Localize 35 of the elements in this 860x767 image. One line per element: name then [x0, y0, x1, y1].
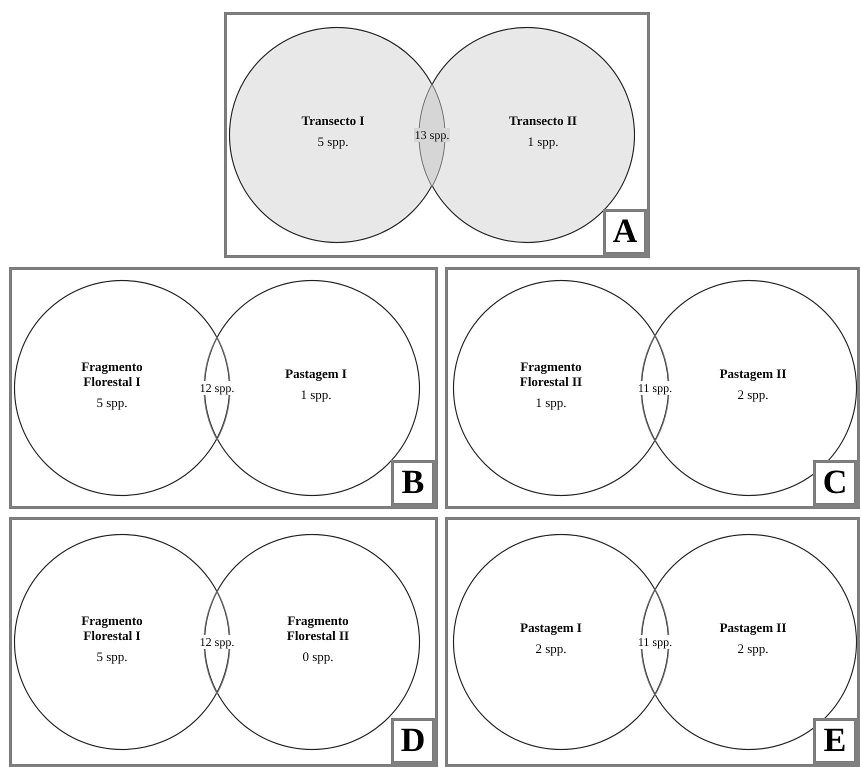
panel-frame [445, 267, 860, 509]
panel-frame [9, 517, 438, 767]
panel-letter-box: D [391, 718, 435, 764]
set-name: Pastagem I [284, 366, 348, 381]
set-name: Transecto I [300, 113, 366, 128]
set-name: Transecto II [508, 113, 578, 128]
panel-letter-box: C [813, 460, 857, 506]
species-count: 2 spp. [736, 641, 770, 656]
set-name: Fragmento Florestal II [518, 358, 584, 388]
species-count: 5 spp. [316, 134, 350, 149]
set-name: Fragmento Florestal I [80, 612, 144, 642]
species-count: 1 spp. [534, 394, 568, 410]
set-name: Fragmento Florestal II [286, 612, 350, 642]
species-count: 2 spp. [736, 387, 770, 402]
species-count: 1 spp. [299, 387, 333, 402]
species-count: 11 spp. [636, 380, 674, 395]
set-name: Pastagem II [718, 366, 788, 381]
species-count: 11 spp. [636, 634, 674, 649]
species-count: 0 spp. [301, 648, 335, 664]
panel-letter-box: A [603, 209, 647, 255]
panel-frame [9, 267, 438, 509]
species-count: 12 spp. [198, 634, 236, 649]
species-count: 13 spp. [414, 128, 450, 142]
species-count: 12 spp. [198, 380, 236, 395]
panel-letter-box: B [391, 460, 435, 506]
panel-frame [445, 517, 860, 767]
species-count: 5 spp. [95, 394, 129, 410]
panel-frame [224, 12, 650, 258]
species-count: 5 spp. [95, 648, 129, 664]
set-name: Pastagem II [718, 620, 788, 635]
panel-letter-box: E [813, 718, 857, 764]
species-count: 2 spp. [534, 641, 568, 656]
set-name: Pastagem I [519, 620, 583, 635]
set-name: Fragmento Florestal I [80, 358, 144, 388]
species-count: 1 spp. [526, 134, 560, 149]
